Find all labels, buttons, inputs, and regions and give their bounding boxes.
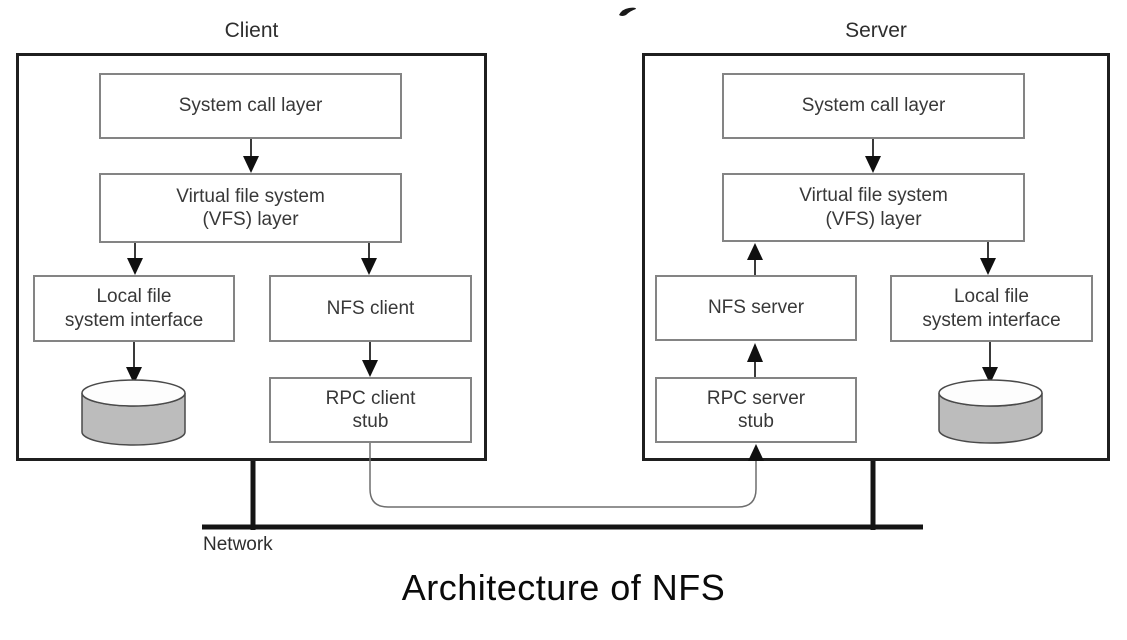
client-group-label: Client [224,19,279,42]
server-nfs-server-box: NFS server [655,275,857,341]
network-label: Network [203,534,273,555]
server-rpc-server-stub-box: RPC server stub [655,377,857,443]
client-vfs-layer-box: Virtual file system (VFS) layer [99,173,402,243]
client-nfs-client-box: NFS client [269,275,472,342]
client-local-fs-interface-box: Local file system interface [33,275,235,342]
client-system-call-layer-box: System call layer [99,73,402,139]
client-outer-box [16,53,487,461]
server-local-fs-interface-box: Local file system interface [890,275,1093,342]
diagram-title: Architecture of NFS [401,567,726,608]
server-vfs-layer-box: Virtual file system (VFS) layer [722,173,1025,242]
server-outer-box [642,53,1110,461]
stray-mark [619,7,636,17]
client-rpc-client-stub-box: RPC client stub [269,377,472,443]
server-group-label: Server [845,19,907,42]
server-system-call-layer-box: System call layer [722,73,1025,139]
